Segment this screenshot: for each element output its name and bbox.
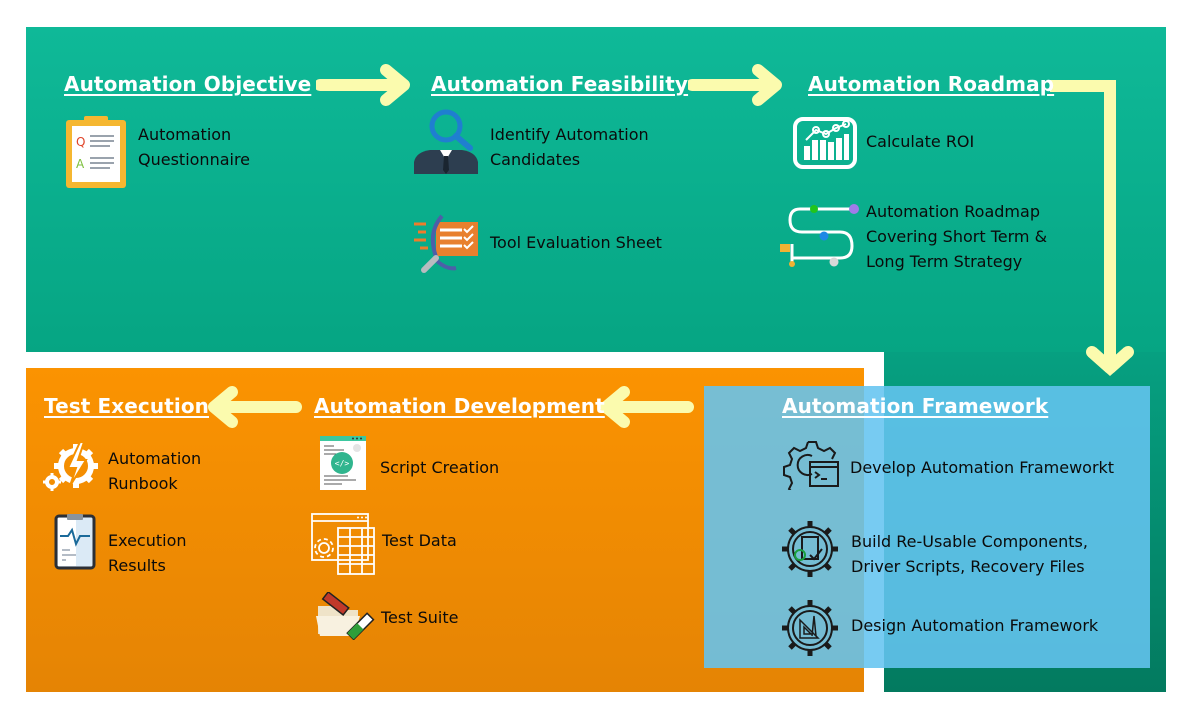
item-tool-evaluation-sheet: Tool Evaluation Sheet xyxy=(490,233,662,252)
checklist-magnifier-icon xyxy=(412,212,480,274)
framework-panel xyxy=(704,386,1150,668)
item-identify-automation-candidates: Identify Automation Candidates xyxy=(490,125,649,169)
folder-testtube-icon xyxy=(314,592,378,640)
arrow-objective-to-feasibility xyxy=(316,64,410,106)
code-script-icon: </> xyxy=(320,436,366,490)
item-automation-runbook: Automation Runbook xyxy=(108,449,202,493)
gear-terminal-icon xyxy=(782,438,840,490)
item-develop-framework: Develop Automation Frameworkt xyxy=(850,458,1115,477)
item-build-reusable-components: Build Re-Usable Components, Driver Scrip… xyxy=(851,532,1088,576)
item-script-creation: Script Creation xyxy=(380,458,500,477)
item-calculate-roi: Calculate ROI xyxy=(866,132,975,151)
stage-title-objective: Automation Objective xyxy=(64,72,312,96)
item-automation-questionnaire: Automation Questionnaire xyxy=(138,125,251,169)
person-magnifier-icon xyxy=(412,108,480,176)
stage-title-execution: Test Execution xyxy=(44,394,209,418)
data-table-icon xyxy=(310,512,376,576)
arrow-feasibility-to-roadmap xyxy=(688,64,782,106)
gear-design-icon xyxy=(780,598,840,658)
results-clipboard-icon xyxy=(54,514,96,570)
planning-panel xyxy=(26,27,1166,352)
item-test-suite: Test Suite xyxy=(381,608,459,627)
item-test-data: Test Data xyxy=(382,531,457,550)
svg-text:A: A xyxy=(76,157,85,171)
item-execution-results: Execution Results xyxy=(108,531,187,575)
gear-clipboard-icon xyxy=(780,519,840,579)
item-automation-roadmap-strategy: Automation Roadmap Covering Short Term &… xyxy=(866,202,1048,271)
item-design-framework: Design Automation Framework xyxy=(851,616,1099,635)
arrow-framework-to-development xyxy=(600,386,694,428)
stage-title-development: Automation Development xyxy=(314,394,605,418)
qa-clipboard-icon: Q A xyxy=(64,114,128,190)
stage-title-feasibility: Automation Feasibility xyxy=(431,72,689,96)
roi-chart-icon xyxy=(792,116,858,170)
gear-lightning-icon xyxy=(42,442,102,494)
roadmap-path-icon xyxy=(780,200,864,272)
svg-text:Q: Q xyxy=(76,135,85,149)
stage-title-roadmap: Automation Roadmap xyxy=(808,72,1055,96)
arrow-roadmap-to-framework xyxy=(1050,80,1134,377)
arrow-development-to-execution xyxy=(208,386,302,428)
stage-title-framework: Automation Framework xyxy=(782,394,1049,418)
svg-text:</>: </> xyxy=(335,459,350,468)
